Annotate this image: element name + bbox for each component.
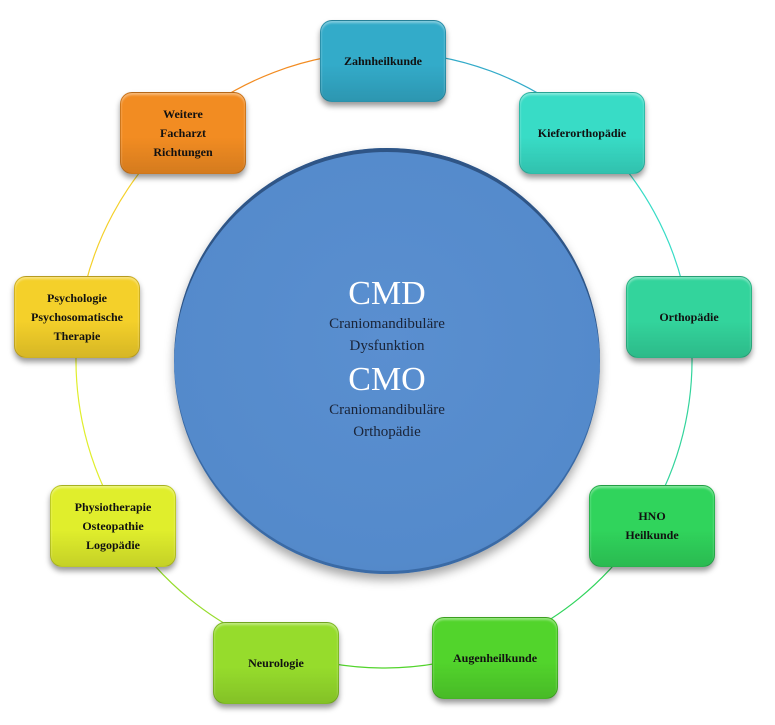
center-title-cmo: CMO (348, 361, 426, 398)
node-orthopaedie: Orthopädie (626, 276, 752, 358)
node-weitere-facharzt: Weitere Facharzt Richtungen (120, 92, 246, 174)
center-subtitle-cmd: Craniomandibuläre Dysfunktion (329, 316, 445, 354)
center-circle: CMD Craniomandibuläre Dysfunktion CMO Cr… (174, 148, 600, 574)
node-label: Orthopädie (659, 309, 719, 324)
node-physiotherapie: Physiotherapie Osteopathie Logopädie (50, 485, 176, 567)
node-kieferorthopaedie: Kieferorthopädie (519, 92, 645, 174)
node-zahnheilkunde: Zahnheilkunde (320, 20, 446, 102)
node-augenheilkunde: Augenheilkunde (432, 617, 558, 699)
center-subtitle-cmo: Craniomandibuläre Orthopädie (329, 402, 445, 440)
node-psychologie: Psychologie Psychosomatische Therapie (14, 276, 140, 358)
node-label: Augenheilkunde (452, 650, 538, 665)
node-label: Psychologie Psychosomatische Therapie (31, 290, 123, 343)
node-label: HNO Heilkunde (625, 509, 679, 542)
node-hno: HNO Heilkunde (589, 485, 715, 567)
node-label: Physiotherapie Osteopathie Logopädie (74, 499, 152, 552)
node-neurologie: Neurologie (213, 622, 339, 704)
center-title-cmd: CMD (348, 275, 426, 312)
node-label: Neurologie (248, 655, 304, 670)
node-label: Zahnheilkunde (343, 53, 423, 68)
node-label: Kieferorthopädie (537, 125, 627, 140)
node-label: Weitere Facharzt Richtungen (153, 106, 213, 159)
